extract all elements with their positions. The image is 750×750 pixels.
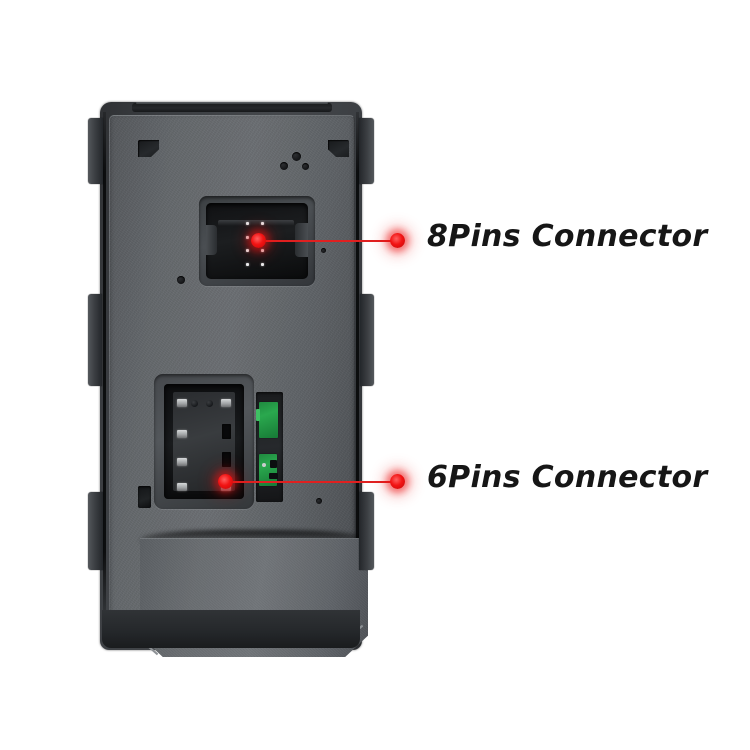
connector-6pin-slot	[222, 452, 231, 467]
corner-notch-top-left	[138, 140, 159, 157]
connector-6pin-hole-icon	[191, 400, 198, 407]
connector-6pin-blade	[177, 430, 187, 438]
pin	[246, 235, 249, 239]
housing-bottom-skirt	[102, 610, 360, 648]
housing-clip-right-middle	[360, 294, 374, 386]
pcb-chip	[270, 460, 277, 468]
pilot-hole-icon	[321, 248, 326, 253]
connector-6pin-blade	[221, 399, 231, 407]
housing-clip-right-bottom	[359, 492, 374, 570]
connector-6pin-blade	[177, 483, 187, 491]
housing-clip-left-middle	[88, 294, 102, 386]
callout-dot-right-8pins	[390, 233, 405, 248]
pin	[261, 262, 264, 266]
housing-clip-right-top	[359, 118, 374, 184]
pcb-chip	[269, 473, 278, 479]
connector-6pin-hole-icon	[206, 400, 213, 407]
callout-line-8pins	[258, 240, 398, 242]
callout-label-8pins: 8Pins Connector	[427, 219, 708, 254]
callout-dot-right-6pins	[390, 474, 405, 489]
device-face-plate	[109, 115, 368, 657]
connector-6pin-blade	[177, 458, 187, 466]
pcb-board-upper	[259, 402, 278, 438]
pcb-tab	[256, 409, 260, 421]
housing-clip-left-bottom	[88, 492, 103, 570]
pcb-solder-pad	[262, 463, 266, 467]
pin	[246, 262, 249, 266]
pin	[246, 222, 249, 226]
housing-top-rail-highlight	[136, 102, 328, 104]
connector-6pin-blade	[177, 399, 187, 407]
callout-line-6pins	[225, 481, 398, 483]
callout-dot-left-8pins	[251, 233, 266, 248]
pilot-hole-icon	[280, 162, 288, 170]
pilot-hole-icon	[316, 498, 322, 504]
connector-6pin-well	[154, 374, 254, 509]
callout-dot-left-6pins	[218, 474, 233, 489]
housing-side-window	[138, 486, 151, 508]
corner-notch-top-right	[328, 140, 349, 157]
pin	[261, 249, 264, 253]
housing-left-seam	[103, 112, 106, 612]
connector-8pin-ledge	[218, 220, 294, 226]
pilot-hole-icon	[292, 152, 301, 161]
pin	[246, 249, 249, 253]
pilot-hole-icon	[302, 163, 309, 170]
housing-clip-left-top	[88, 118, 103, 184]
housing-top-rail	[132, 103, 332, 112]
product-image	[86, 98, 376, 657]
callout-label-6pins: 6Pins Connector	[427, 460, 708, 495]
pin	[261, 222, 264, 226]
connector-6pin-slot	[222, 424, 231, 439]
connector-8pin-key-left	[206, 225, 217, 255]
housing-right-seam	[356, 112, 359, 612]
pilot-hole-icon	[177, 276, 185, 284]
